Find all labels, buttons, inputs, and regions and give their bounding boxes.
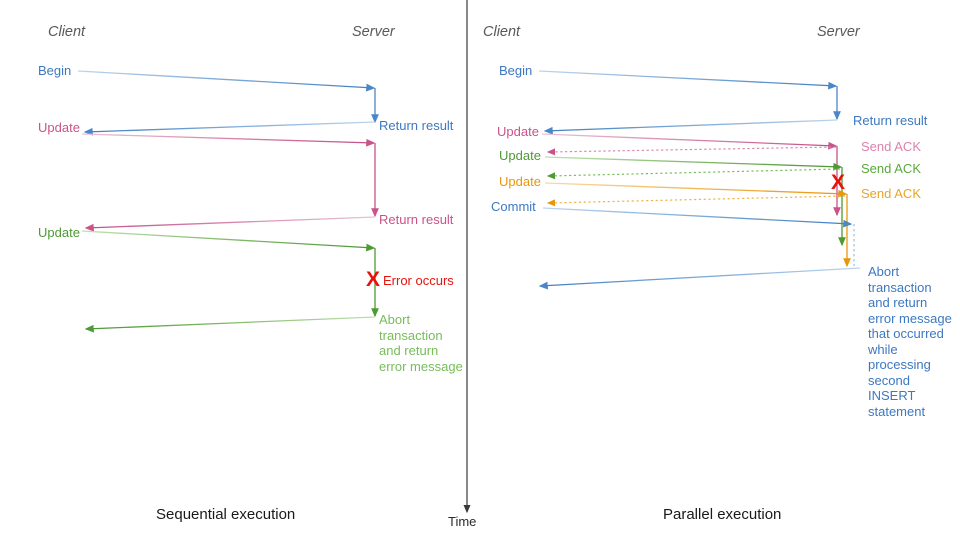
error-x-icon-parallel: X: [831, 171, 846, 194]
arrow-commit: [542, 207, 853, 228]
arrow-return-2: [84, 216, 376, 232]
message-label-return-result-1-sequential: Return result: [379, 118, 454, 133]
message-label-abort-parallel: Abort transaction and return error messa…: [868, 264, 952, 419]
message-label-begin-parallel: Begin: [499, 63, 533, 78]
message-label-ack-3-parallel: Send ACK: [861, 186, 921, 201]
arrow-update-2: [81, 230, 376, 252]
arrow-ack-1: [546, 146, 837, 156]
arrow-update-1: [541, 133, 838, 150]
caption-parallel: Parallel execution: [663, 506, 782, 523]
arrow-begin: [77, 70, 376, 92]
caption-sequential: Sequential execution: [156, 506, 296, 523]
arrow-abort-parallel: [538, 267, 861, 290]
actor-client-parallel: Client: [483, 24, 521, 40]
arrow-update-1: [81, 133, 376, 147]
message-label-update-2-parallel: Update: [499, 148, 541, 163]
message-label-ack-1-parallel: Send ACK: [861, 139, 921, 154]
actor-client-sequential: Client: [48, 24, 86, 40]
actor-server-sequential: Server: [352, 24, 395, 40]
message-label-begin-sequential: Begin: [38, 63, 72, 78]
message-label-update-1-parallel: Update: [497, 124, 539, 139]
arrow-update-3: [544, 182, 848, 198]
arrow-ack-3: [546, 195, 846, 207]
message-label-update-1-sequential: Update: [38, 120, 80, 135]
arrow-return-1: [83, 121, 376, 136]
arrow-begin: [538, 70, 838, 90]
message-label-return-result-2-sequential: Return result: [379, 212, 454, 227]
message-label-commit-parallel: Commit: [491, 199, 536, 214]
message-label-return-result-parallel: Return result: [853, 113, 928, 128]
message-label-update-2-sequential: Update: [38, 225, 80, 240]
panel-sequential-arrows: [77, 70, 379, 333]
panel-parallel-arrows: [538, 70, 861, 290]
message-label-update-3-parallel: Update: [499, 174, 541, 189]
error-label-sequential: Error occurs: [383, 273, 454, 288]
time-axis-label: Time: [448, 514, 477, 529]
message-label-ack-2-parallel: Send ACK: [861, 161, 921, 176]
arrow-abort-sequential: [84, 316, 376, 333]
arrow-return-result: [543, 119, 838, 135]
message-label-abort-sequential: Abort transaction and return error messa…: [379, 312, 463, 374]
error-x-icon-sequential: X: [366, 268, 381, 291]
arrow-ack-2: [546, 168, 841, 180]
arrow-update-2: [544, 156, 843, 171]
actor-server-parallel: Server: [817, 24, 860, 40]
